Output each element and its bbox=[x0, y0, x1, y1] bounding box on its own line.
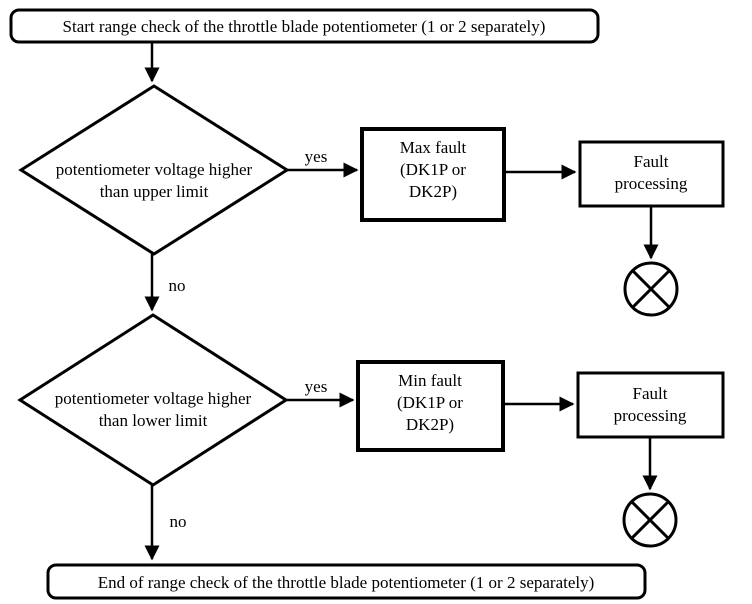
fault-processing-top-label-line1: Fault bbox=[634, 152, 669, 171]
edge-label-yes-upper: yes bbox=[305, 147, 328, 166]
node-decision-lower: potentiometer voltage higher than lower … bbox=[17, 313, 289, 487]
node-start: Start range check of the throttle blade … bbox=[9, 8, 600, 44]
min-fault-label-line3: DK2P) bbox=[406, 415, 454, 434]
terminator-circle-x-bottom bbox=[622, 492, 678, 548]
max-fault-label-line2: (DK1P or bbox=[400, 160, 466, 179]
edge-label-no-upper: no bbox=[169, 276, 186, 295]
decision-upper-border bbox=[18, 84, 290, 256]
terminator-top-x-line2 bbox=[631, 269, 671, 309]
terminator-circle-x-top bbox=[623, 261, 679, 317]
fault-processing-top-border bbox=[578, 140, 725, 208]
decision-upper-label-line1: potentiometer voltage higher bbox=[56, 160, 253, 179]
edge-label-yes-lower: yes bbox=[305, 377, 328, 396]
edge-label-no-lower: no bbox=[170, 512, 187, 531]
end-node-label: End of range check of the throttle blade… bbox=[98, 573, 595, 592]
start-node-border bbox=[9, 8, 600, 44]
fault-processing-bottom-label-line1: Fault bbox=[633, 384, 668, 403]
max-fault-label-line3: DK2P) bbox=[409, 182, 457, 201]
node-min-fault: Min fault (DK1P or DK2P) bbox=[356, 360, 505, 452]
decision-lower-label-line1: potentiometer voltage higher bbox=[55, 389, 252, 408]
node-max-fault: Max fault (DK1P or DK2P) bbox=[360, 127, 506, 222]
end-node-border bbox=[46, 563, 647, 600]
decision-lower-label-line2: than lower limit bbox=[99, 411, 208, 430]
min-fault-border bbox=[356, 360, 505, 452]
min-fault-label-line1: Min fault bbox=[398, 371, 462, 390]
min-fault-label-line2: (DK1P or bbox=[397, 393, 463, 412]
start-node-label: Start range check of the throttle blade … bbox=[63, 17, 546, 36]
decision-upper-label-line2: than upper limit bbox=[100, 182, 209, 201]
node-fault-processing-top: Fault processing bbox=[578, 140, 725, 208]
node-fault-processing-bottom: Fault processing bbox=[576, 371, 725, 439]
fault-processing-bottom-border bbox=[576, 371, 725, 439]
max-fault-label-line1: Max fault bbox=[400, 138, 467, 157]
fault-processing-bottom-label-line2: processing bbox=[614, 406, 687, 425]
max-fault-border bbox=[360, 127, 506, 222]
node-end: End of range check of the throttle blade… bbox=[46, 563, 647, 600]
fault-processing-top-label-line2: processing bbox=[615, 174, 688, 193]
terminator-bottom-x-line2 bbox=[630, 500, 670, 540]
node-decision-upper: potentiometer voltage higher than upper … bbox=[18, 84, 290, 256]
